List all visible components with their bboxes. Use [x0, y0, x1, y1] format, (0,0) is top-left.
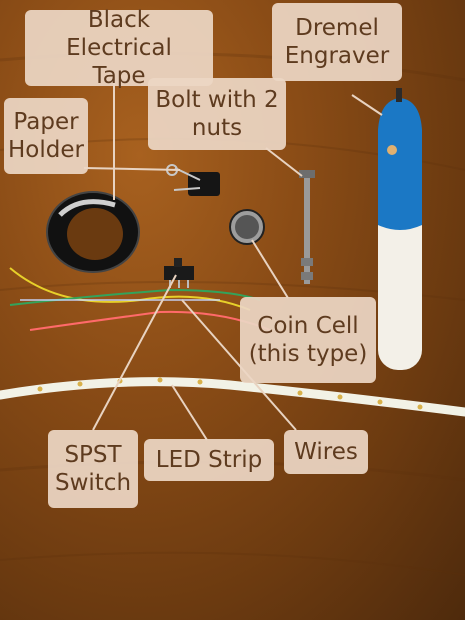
- label-black-electrical-tape: Black Electrical Tape: [25, 7, 213, 89]
- label-paper-holder: Paper Holder: [4, 98, 88, 174]
- electrical-tape-roll: [46, 191, 140, 273]
- label-wires: Wires: [284, 430, 368, 474]
- label-spst-switch: SPST Switch: [48, 430, 138, 508]
- dremel-engraver: [378, 88, 422, 370]
- label-dremel-engraver: Dremel Engraver: [272, 3, 402, 81]
- coin-cell-battery: [229, 209, 265, 245]
- label-bolt-with-2-nuts: Bolt with 2 nuts: [148, 78, 286, 150]
- bolt-with-nuts: [299, 170, 315, 284]
- label-coin-cell: Coin Cell (this type): [240, 297, 376, 383]
- spst-switch: [164, 258, 194, 288]
- label-led-strip: LED Strip: [144, 439, 274, 481]
- led-strip: [0, 377, 465, 417]
- colored-wires: [9, 267, 271, 331]
- pointer-lines: [83, 76, 383, 441]
